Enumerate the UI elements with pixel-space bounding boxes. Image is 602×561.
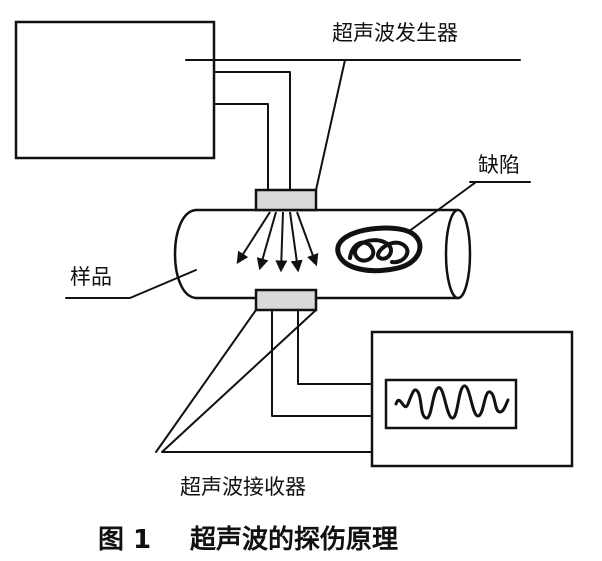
sample-pipe-left-end <box>173 208 198 300</box>
receiver-label: 超声波接收器 <box>180 475 306 499</box>
defect-leader-line-diagonal <box>407 181 477 233</box>
bottom-transducer <box>254 288 318 312</box>
wave-arrow <box>289 211 303 273</box>
waveform-trace <box>394 384 510 420</box>
sample-leader-line <box>65 269 197 299</box>
receiver-leader-line-left <box>155 309 257 453</box>
ultrasonic-wave-arrows <box>236 211 319 273</box>
wave-arrow <box>236 211 271 265</box>
receiver-cable-outer <box>271 309 373 417</box>
defect-label: 缺陷 <box>478 153 520 177</box>
receiver-cable-inner <box>297 309 373 385</box>
top-transducer <box>254 188 318 212</box>
generator-leader-line-diagonal <box>315 59 346 191</box>
sample-pipe-right-end <box>444 208 472 300</box>
generator-cable-inner <box>213 103 269 191</box>
generator-label: 超声波发生器 <box>332 21 458 45</box>
figure-title: 超声波的探伤原理 <box>190 524 398 555</box>
defect-mark <box>335 225 423 274</box>
wave-arrow <box>296 211 319 267</box>
sample-pipe-body <box>194 208 460 300</box>
wave-arrow <box>275 211 288 273</box>
figure-number: 图 1 <box>98 525 151 555</box>
generator-cable-outer <box>213 71 291 191</box>
wave-arrow <box>256 211 277 271</box>
generator-box <box>14 20 216 160</box>
receiver-leader-line-right <box>161 309 413 453</box>
sample-label: 样品 <box>70 265 112 289</box>
